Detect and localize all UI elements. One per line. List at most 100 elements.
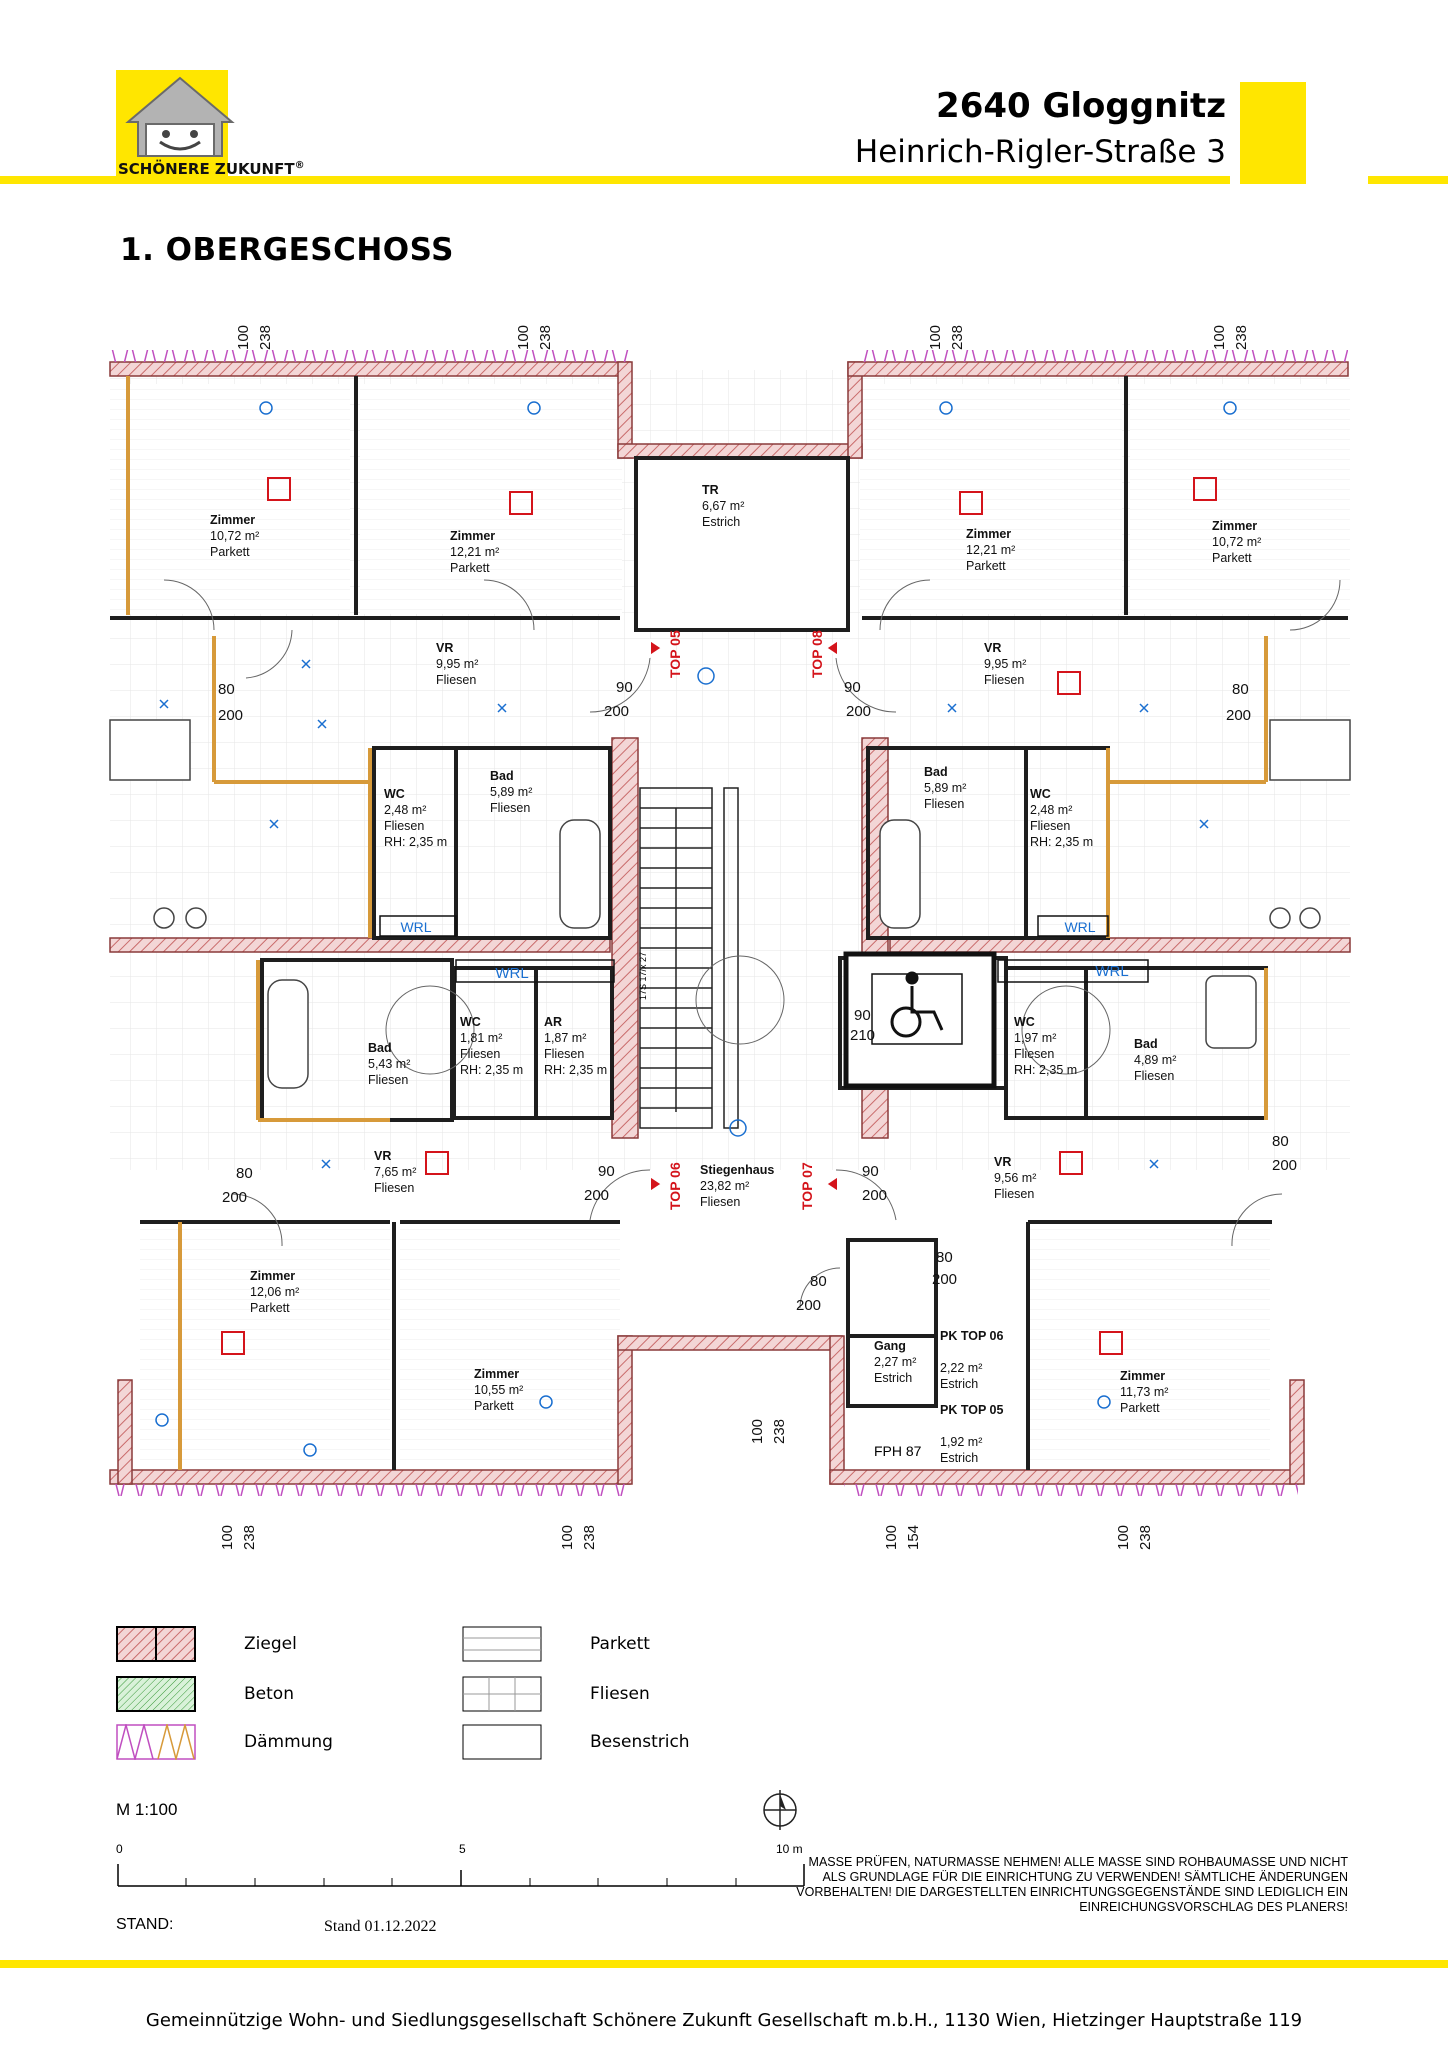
room-area-3: 6,67 m²	[702, 499, 744, 513]
fixtures	[109, 719, 1351, 1089]
room-floor-3: Estrich	[702, 515, 740, 529]
disclaimer: MASSE PRÜFEN, NATURMASSE NEHMEN! ALLE MA…	[796, 1855, 1348, 1914]
floor-plan: 17S 17/x 27	[109, 325, 1351, 1550]
wrl-label-1: WRL	[400, 919, 431, 935]
dim-200-h: 200	[1272, 1157, 1297, 1174]
room-area-20: 12,06 m²	[250, 1285, 299, 1299]
legend-swatch-besenstrich	[462, 1724, 542, 1760]
dim-100-a: 100	[235, 325, 252, 350]
room-floor-14: Fliesen	[544, 1047, 584, 1061]
room-label-10: Bad	[924, 765, 948, 779]
room-label-4: Zimmer	[966, 527, 1011, 541]
dim-90-a: 90	[616, 679, 633, 696]
room-floor-10: Fliesen	[924, 797, 964, 811]
dim-200-b: 200	[1226, 707, 1251, 724]
dim-90-c: 90	[598, 1163, 615, 1180]
room-area-8: 2,48 m²	[384, 803, 426, 817]
dim-238-a: 238	[257, 325, 274, 350]
room-floor-8: Fliesen	[384, 819, 424, 833]
room-floor-13: Fliesen	[460, 1047, 500, 1061]
room-extra-8: RH: 2,35 m	[384, 835, 447, 849]
room-label-22: Gang	[874, 1339, 906, 1353]
room-floor-4: Parkett	[966, 559, 1006, 573]
room-label-7: VR	[984, 641, 1001, 655]
dim-238-f: 238	[241, 1525, 258, 1550]
room-label-23: PK TOP 06	[940, 1329, 1004, 1343]
dim-80-c: 80	[236, 1165, 253, 1182]
room-label-5: Zimmer	[1212, 519, 1257, 533]
room-label-17: VR	[374, 1149, 391, 1163]
electrical-symbols	[155, 401, 1237, 1457]
room-area-12: 5,43 m²	[368, 1057, 410, 1071]
scale-label: M 1:100	[116, 1800, 178, 1819]
room-floor-9: Fliesen	[490, 801, 530, 815]
room-label-8: WC	[384, 787, 405, 801]
scale-bar	[117, 1864, 805, 1887]
dim-100-f: 100	[219, 1525, 236, 1550]
room-extra-15: RH: 2,35 m	[1014, 1063, 1077, 1077]
dim-100-c: 100	[927, 325, 944, 350]
stand-value: Stand 01.12.2022	[324, 1918, 437, 1935]
stand-label: STAND:	[116, 1916, 174, 1933]
dim-200-j: 200	[932, 1271, 957, 1288]
room-floor-5: Parkett	[1212, 551, 1252, 565]
room-floor-25: Parkett	[1120, 1401, 1160, 1415]
room-area-19: 9,56 m²	[994, 1171, 1036, 1185]
room-label-13: WC	[460, 1015, 481, 1029]
room-area-15: 1,97 m²	[1014, 1031, 1056, 1045]
staircase	[639, 787, 739, 1129]
smoke-detectors	[221, 477, 1217, 1355]
room-area-6: 9,95 m²	[436, 657, 478, 671]
room-label-12: Bad	[368, 1041, 392, 1055]
dim-100-h: 100	[883, 1525, 900, 1550]
dim-238-d: 238	[1233, 325, 1250, 350]
room-floor-18: Fliesen	[700, 1195, 740, 1209]
dim-238-b: 238	[537, 325, 554, 350]
room-floor-6: Fliesen	[436, 673, 476, 687]
room-label-19: VR	[994, 1155, 1011, 1169]
room-label-25: Zimmer	[1120, 1369, 1165, 1383]
room-area-14: 1,87 m²	[544, 1031, 586, 1045]
footer-band	[0, 1960, 1448, 1968]
room-area-22: 2,27 m²	[874, 1355, 916, 1369]
legend-label-daemmung: Dämmung	[244, 1732, 333, 1752]
room-area-1: 10,72 m²	[210, 529, 259, 543]
dim-238-e: 238	[771, 1419, 788, 1444]
room-area-18: 23,82 m²	[700, 1179, 749, 1193]
room-area-24: 1,92 m²	[940, 1435, 982, 1449]
room-fill-zimmer-7	[1030, 1220, 1270, 1470]
room-label-1: Zimmer	[210, 513, 255, 527]
logo: SCHÖNERE ZUKUNFT®	[116, 70, 348, 182]
room-floor-22: Estrich	[874, 1371, 912, 1385]
north-arrow-icon	[763, 1790, 797, 1830]
room-fill-zimmer-2	[360, 384, 622, 614]
room-area-17: 7,65 m²	[374, 1165, 416, 1179]
room-label-2: Zimmer	[450, 529, 495, 543]
room-floor-7: Fliesen	[984, 673, 1024, 687]
dim-200-f: 200	[862, 1187, 887, 1204]
dim-200-g: 200	[222, 1189, 247, 1206]
room-area-11: 2,48 m²	[1030, 803, 1072, 817]
header-band-right	[1368, 176, 1448, 184]
room-area-23: 2,22 m²	[940, 1361, 982, 1375]
top08-label: TOP 08	[809, 630, 825, 678]
door-swings	[163, 579, 1341, 1309]
room-label-11: WC	[1030, 787, 1051, 801]
room-area-5: 10,72 m²	[1212, 535, 1261, 549]
dim-90-e: 90	[854, 1007, 871, 1024]
wrl-label-2: WRL	[1064, 919, 1095, 935]
room-floor-1: Parkett	[210, 545, 250, 559]
dim-200-i: 200	[796, 1297, 821, 1314]
room-floor-16: Fliesen	[1134, 1069, 1174, 1083]
outer-walls	[109, 361, 1351, 1485]
room-fill-zimmer-5	[140, 1220, 390, 1470]
legend-label-fliesen: Fliesen	[590, 1684, 650, 1704]
legend-swatch-beton	[116, 1676, 196, 1712]
room-floor-12: Fliesen	[368, 1073, 408, 1087]
dim-90-b: 90	[844, 679, 861, 696]
room-area-7: 9,95 m²	[984, 657, 1026, 671]
dim-90-d: 90	[862, 1163, 879, 1180]
dim-238-c: 238	[949, 325, 966, 350]
room-area-4: 12,21 m²	[966, 543, 1015, 557]
dim-200-a: 200	[218, 707, 243, 724]
